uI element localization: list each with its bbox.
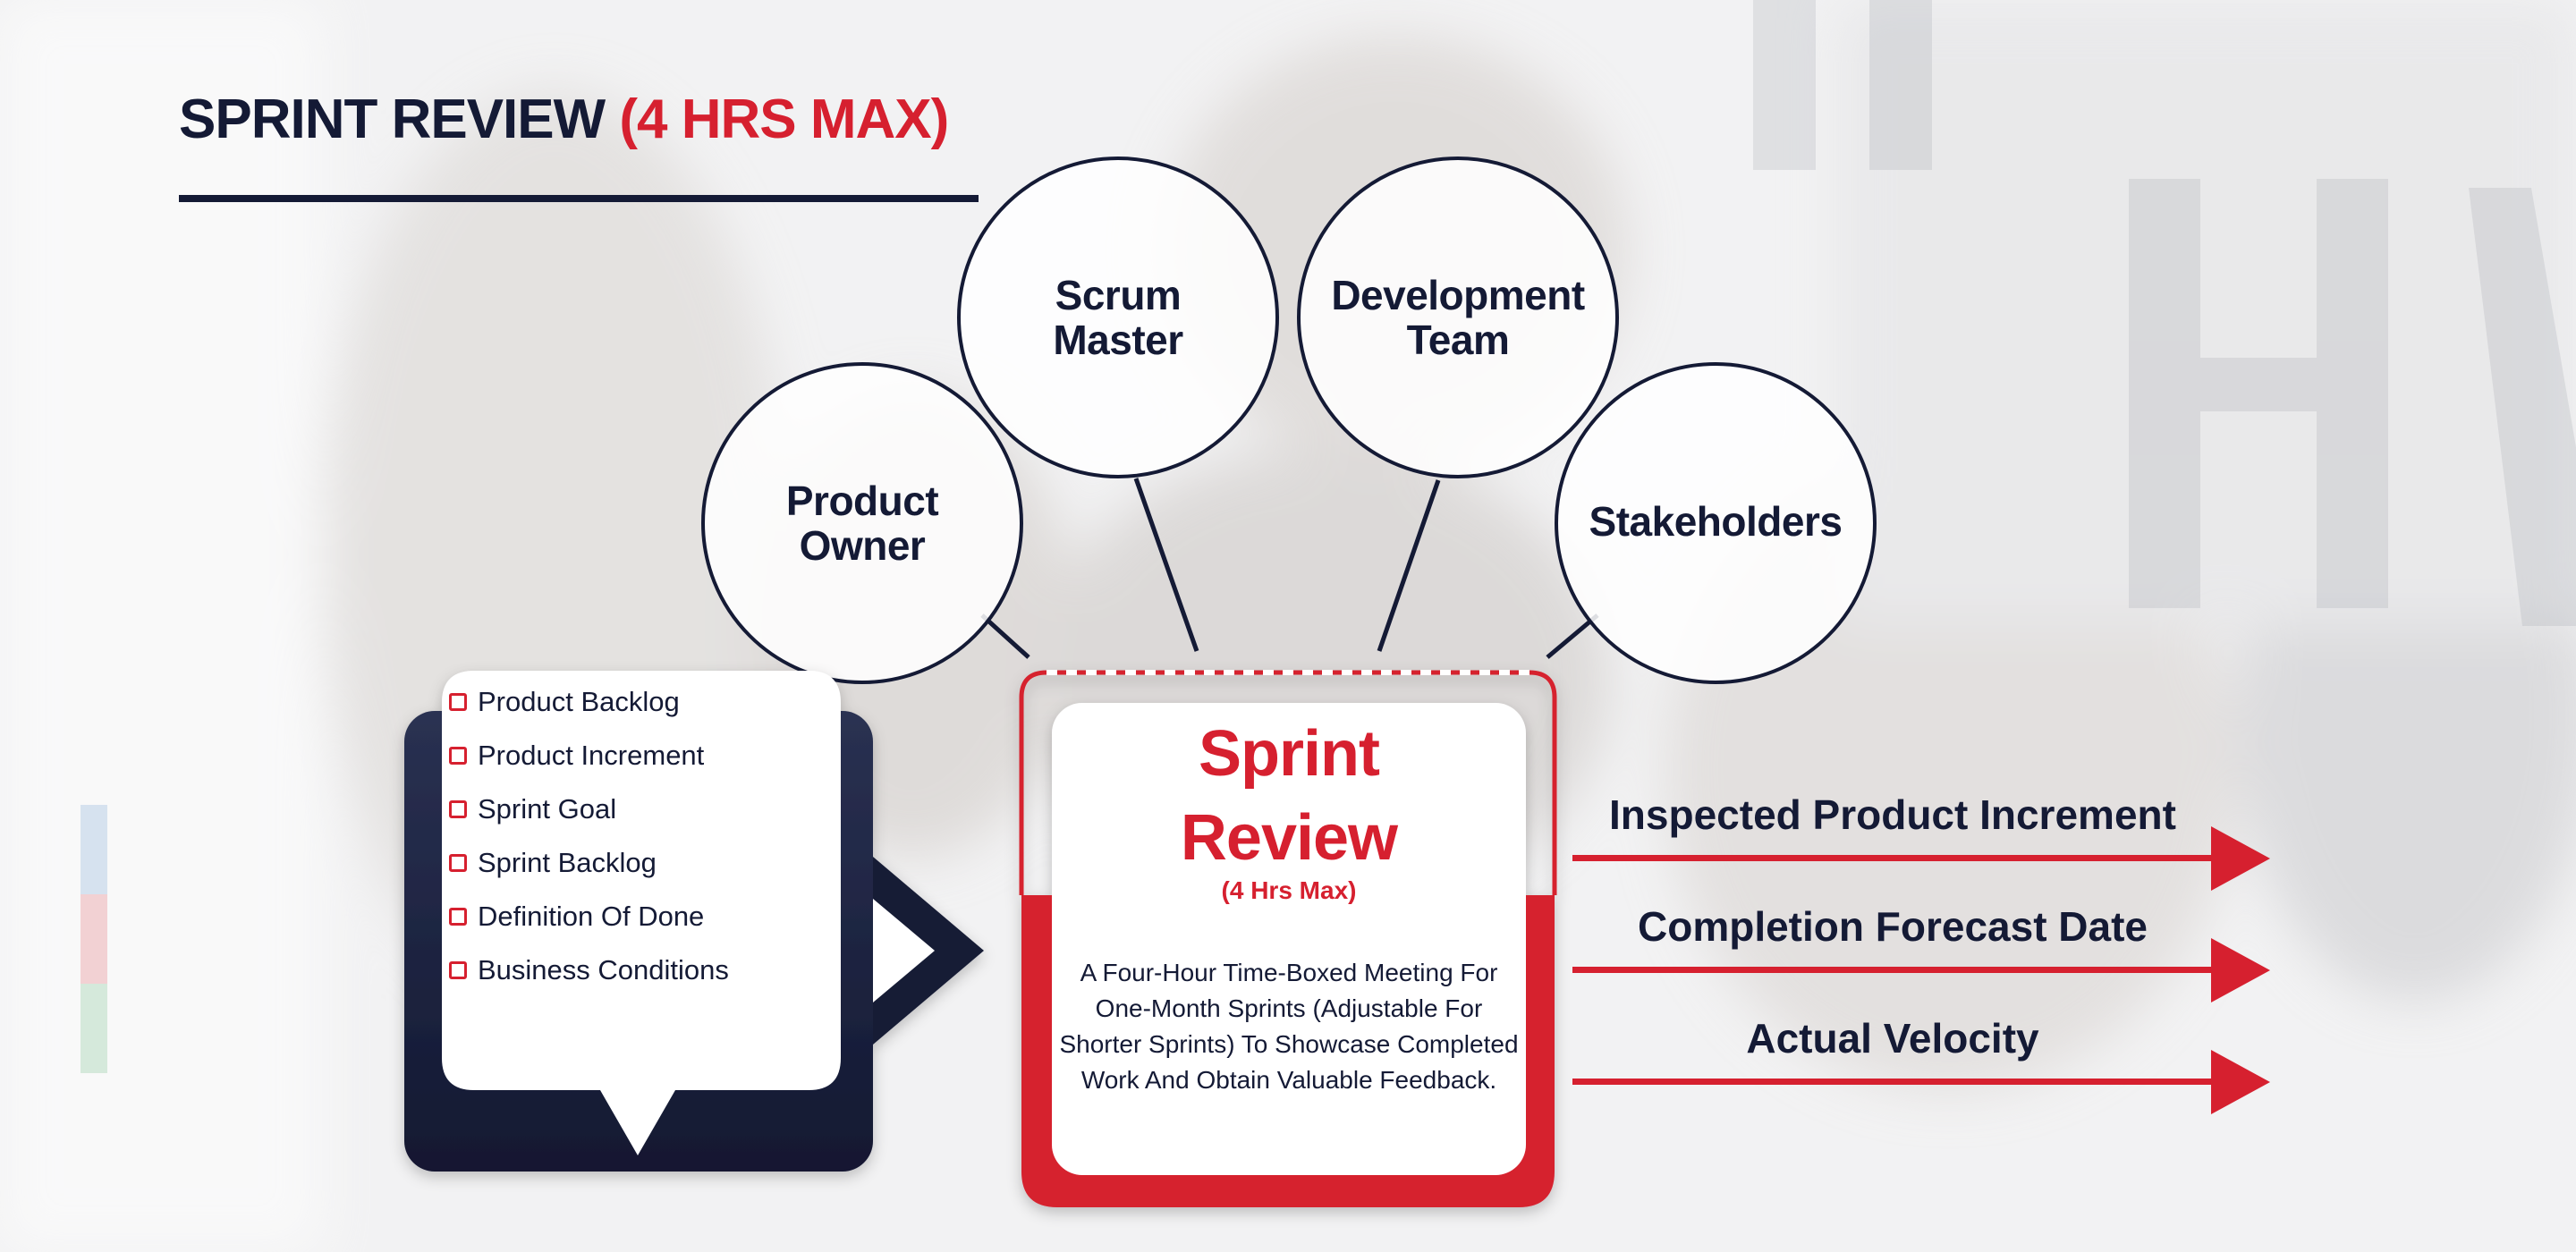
participant-label-line2: Master: [1053, 317, 1183, 363]
checkbox-icon: [449, 747, 467, 765]
list-item: Business Conditions: [440, 943, 837, 997]
output-label: Completion Forecast Date: [1638, 903, 2148, 950]
page-title-main: SPRINT REVIEW: [179, 89, 606, 150]
checkbox-icon: [449, 800, 467, 818]
connector-development-team: [1377, 479, 1441, 652]
list-item: Sprint Goal: [440, 782, 837, 836]
list-item: Product Backlog: [440, 675, 837, 729]
checkbox-icon: [449, 854, 467, 872]
sprint-review-title: Sprint Review: [1052, 712, 1526, 880]
checkbox-icon: [449, 908, 467, 926]
output-label: Inspected Product Increment: [1609, 791, 2176, 838]
list-item-label: Sprint Backlog: [478, 847, 657, 878]
connector-product-owner: [980, 613, 1030, 659]
sprint-review-description: A Four-Hour Time-Boxed Meeting For One-M…: [1059, 959, 1519, 1094]
participant-product-owner: Product Owner: [701, 478, 1023, 568]
participant-label-line2: Owner: [799, 522, 926, 569]
sprint-review-box-graphic: [1019, 670, 1557, 1207]
participant-scrum-master: Scrum Master: [957, 273, 1279, 362]
output-arrow-3: [1572, 1050, 2270, 1114]
output-arrow-1: [1572, 826, 2270, 891]
page-title-accent: (4 HRS MAX): [619, 89, 949, 150]
circle-product-owner: [701, 362, 1023, 684]
list-item: Sprint Backlog: [440, 836, 837, 890]
participant-development-team: Development Team: [1297, 273, 1619, 362]
participant-stakeholders: Stakeholders: [1555, 499, 1877, 544]
participant-label-line2: Team: [1406, 317, 1510, 363]
title-underline: [179, 195, 979, 202]
sprint-review-subtitle: (4 Hrs Max): [1221, 876, 1357, 904]
output-arrow-2: [1572, 938, 2270, 1002]
circle-stakeholders: [1555, 362, 1877, 684]
list-item: Definition Of Done: [440, 890, 837, 943]
participant-label-line1: Development: [1331, 272, 1585, 318]
inputs-card-graphic: [404, 671, 984, 1172]
output-label: Actual Velocity: [1746, 1015, 2039, 1062]
checkbox-icon: [449, 693, 467, 711]
page-title: SPRINT REVIEW (4 HRS MAX): [179, 88, 949, 151]
list-item: Product Increment: [440, 729, 837, 782]
list-item-label: Product Increment: [478, 740, 705, 771]
circle-development-team: [1297, 156, 1619, 478]
participant-label-line1: Product: [785, 478, 939, 524]
connector-scrum-master: [1133, 478, 1199, 652]
sprint-review-title-line1: Sprint: [1199, 718, 1380, 790]
checkbox-icon: [449, 961, 467, 979]
participant-label-line1: Scrum: [1055, 272, 1182, 318]
list-item-label: Sprint Goal: [478, 793, 617, 825]
inputs-list: Product Backlog Product Increment Sprint…: [440, 675, 837, 1087]
circle-scrum-master: [957, 156, 1279, 478]
list-item-label: Business Conditions: [478, 954, 729, 986]
sprint-review-title-line2: Review: [1180, 802, 1398, 874]
list-item-label: Definition Of Done: [478, 901, 705, 932]
participant-label-line1: Stakeholders: [1589, 498, 1843, 545]
list-item-label: Product Backlog: [478, 686, 680, 717]
